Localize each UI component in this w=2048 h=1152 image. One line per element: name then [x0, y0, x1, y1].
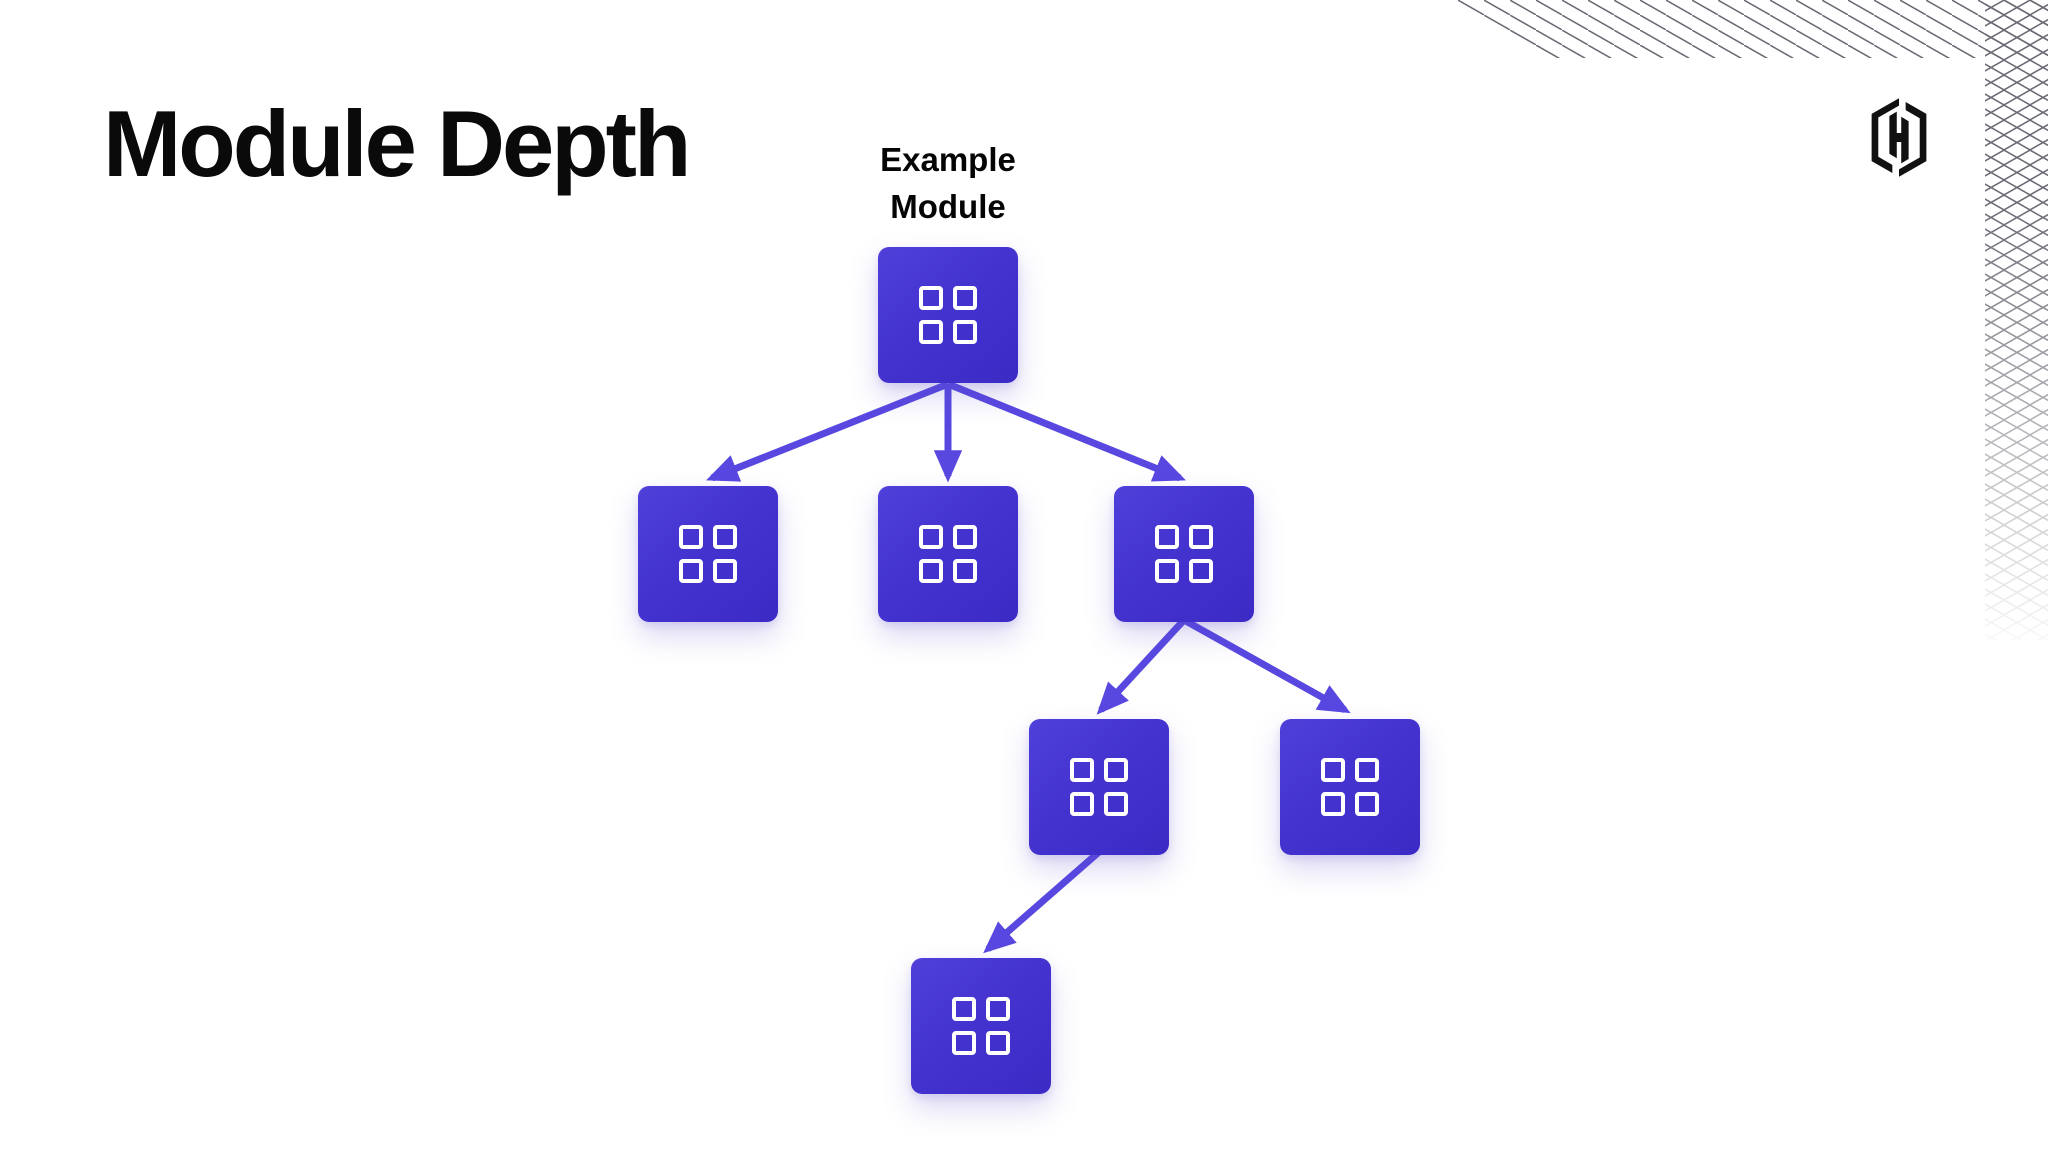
module-grid-icon: [919, 286, 977, 344]
module-grid-icon: [952, 997, 1010, 1055]
module-node-grandchild-1: [1029, 719, 1169, 855]
module-node-child-1: [638, 486, 778, 622]
module-node-child-3: [1114, 486, 1254, 622]
hashicorp-logo: [1862, 96, 1936, 179]
hatch-pattern-decoration: [1447, 0, 2048, 660]
root-node-label: Example Module: [798, 136, 1098, 230]
module-node-grandchild-2: [1280, 719, 1420, 855]
root-node-label-line2: Module: [890, 188, 1006, 225]
module-node-root: [878, 247, 1018, 383]
module-grid-icon: [679, 525, 737, 583]
page-title: Module Depth: [103, 91, 691, 196]
module-node-child-2: [878, 486, 1018, 622]
module-grid-icon: [1321, 758, 1379, 816]
module-grid-icon: [1155, 525, 1213, 583]
root-node-label-line1: Example: [880, 141, 1016, 178]
module-grid-icon: [1070, 758, 1128, 816]
module-node-great-grandchild-1: [911, 958, 1051, 1094]
module-grid-icon: [919, 525, 977, 583]
